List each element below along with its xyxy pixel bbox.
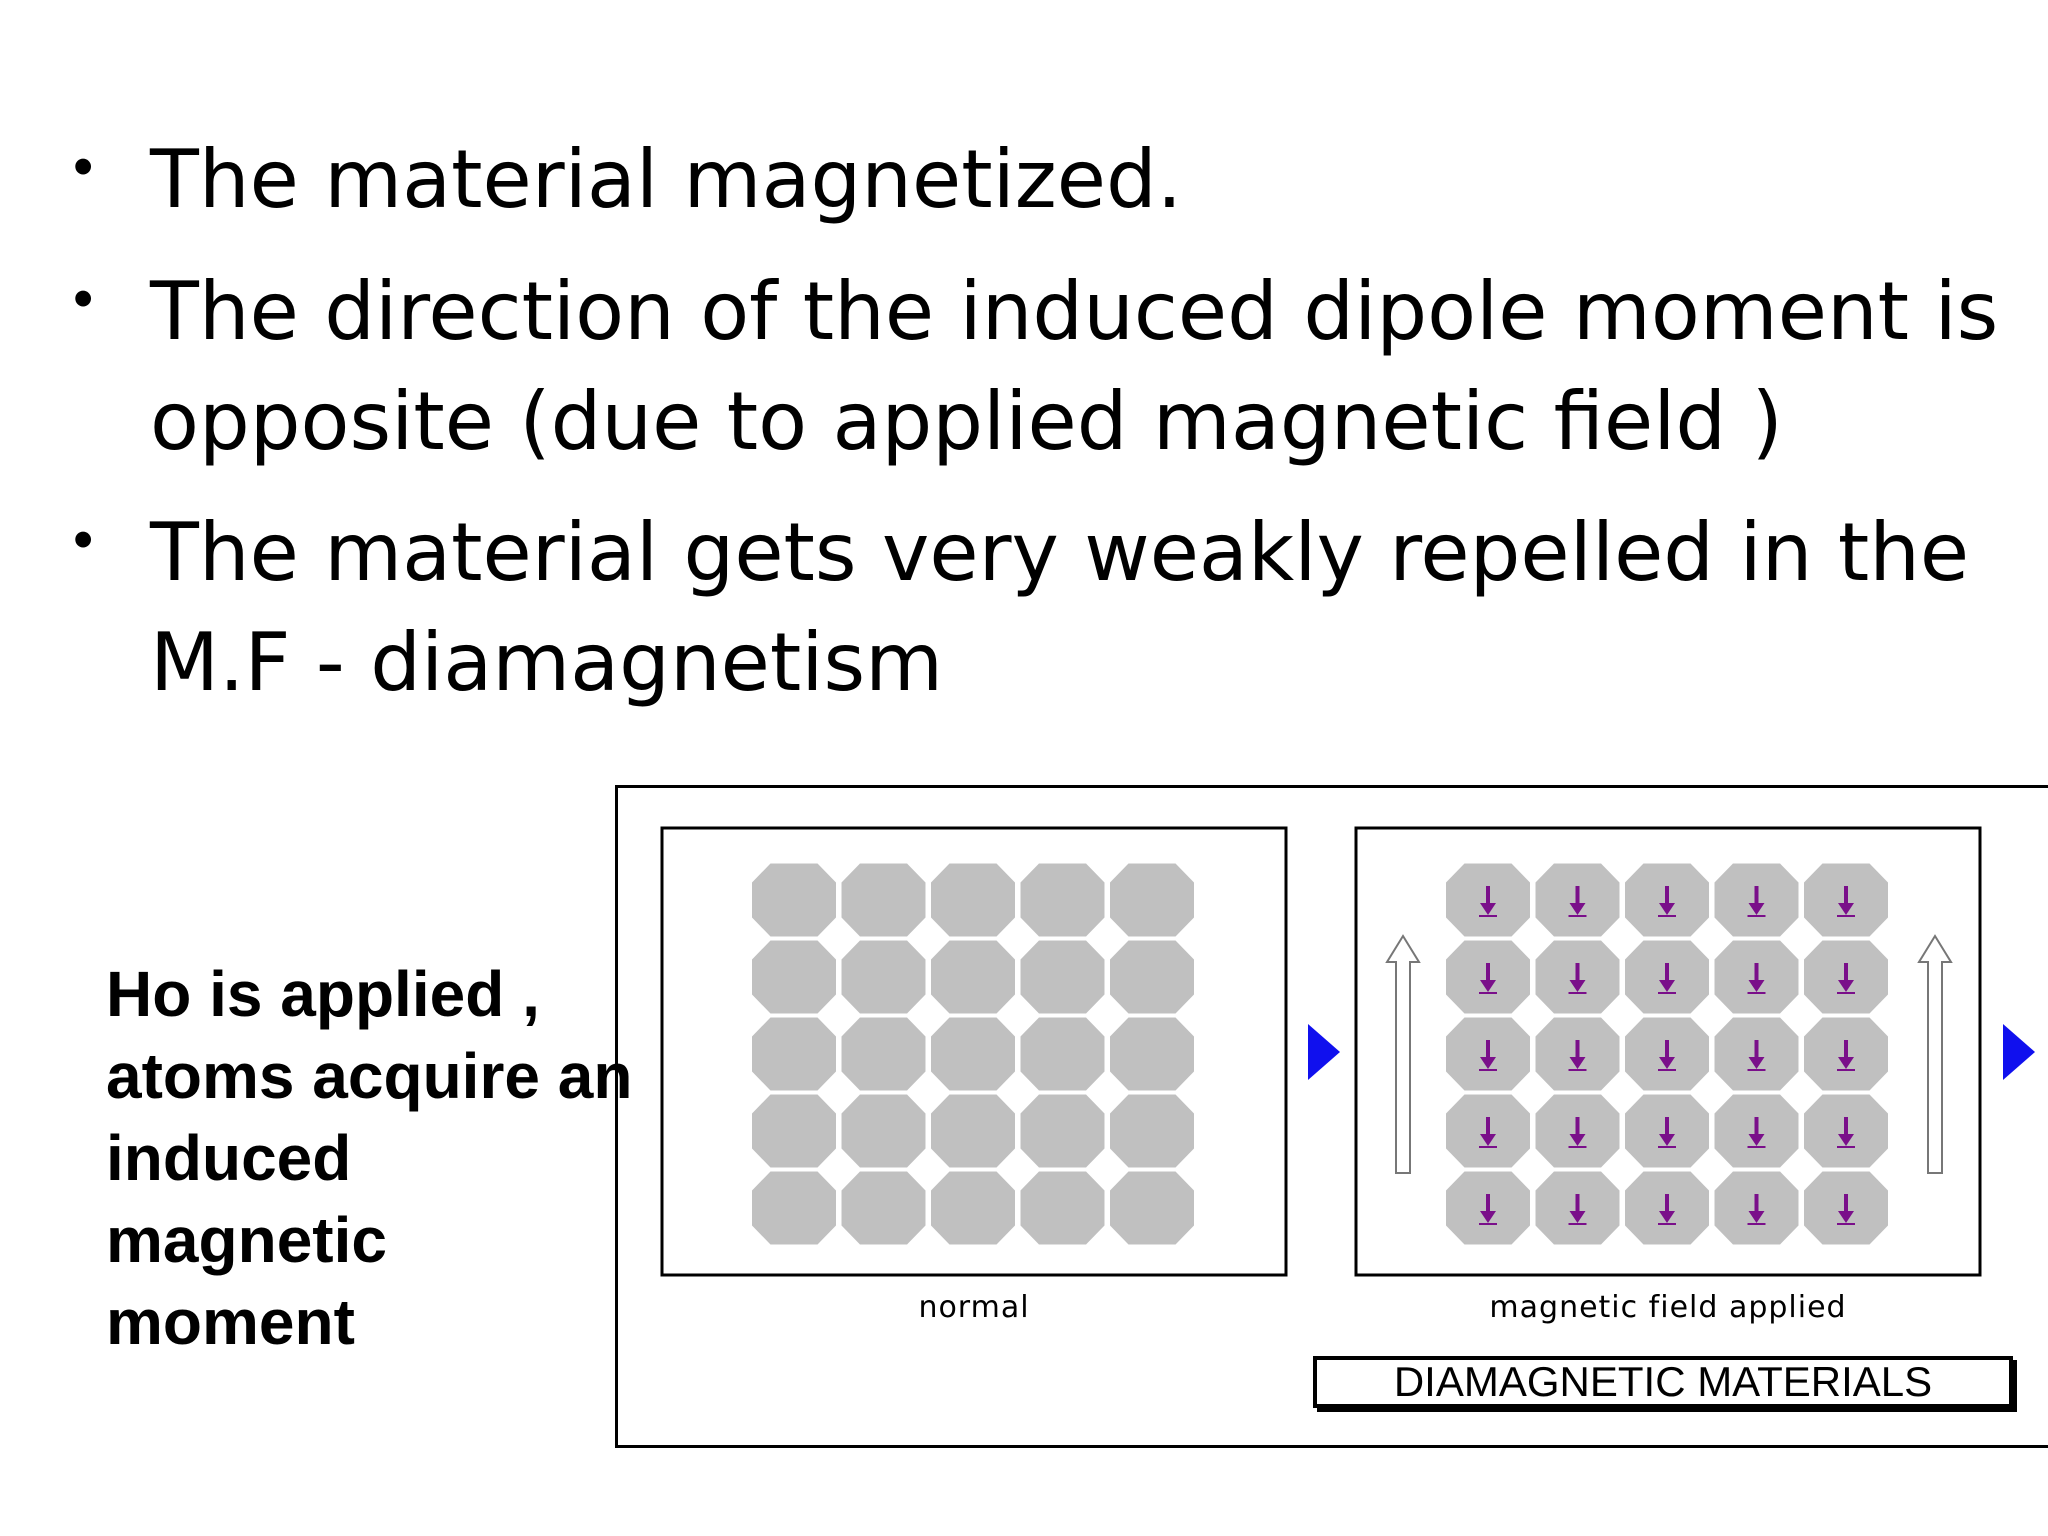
moment-arrow-down-icon	[1569, 1134, 1586, 1146]
atom	[1020, 940, 1105, 1014]
moment-arrow-down-icon	[1480, 1134, 1496, 1146]
moment-arrow-down-icon	[1838, 1211, 1854, 1223]
moment-arrow-down-icon	[1838, 980, 1854, 992]
figure-overlays	[1308, 934, 2035, 1174]
atom	[931, 1094, 1015, 1168]
bullet-list: • The material magnetized. • The directi…	[0, 0, 2048, 720]
bullet-text: The direction of the induced dipole mome…	[150, 257, 1999, 477]
atom	[1110, 940, 1194, 1014]
moment-arrow-down-icon	[1659, 903, 1675, 915]
atom	[1110, 1094, 1194, 1168]
moment-arrow-down-icon	[1659, 1134, 1675, 1146]
moment-arrow-down-icon	[1480, 1057, 1496, 1069]
bullet-text: The material magnetized.	[150, 125, 1950, 235]
bullet-dot: •	[73, 507, 94, 572]
panel-field-frame	[1354, 826, 1982, 1277]
atom	[841, 863, 926, 937]
figure-drawing	[660, 826, 2035, 1277]
atom	[1110, 863, 1194, 937]
atom	[841, 1094, 926, 1168]
figure-title: DIAMAGNETIC MATERIALS	[1313, 1356, 2013, 1408]
side-note: Ho is applied , atoms acquire an induced…	[106, 958, 633, 1358]
moment-arrow-down-icon	[1659, 1211, 1675, 1223]
atom	[841, 1171, 926, 1245]
caption-normal: normal	[918, 1290, 1030, 1325]
moment-arrow-down-icon	[1748, 980, 1765, 992]
atom	[752, 940, 836, 1014]
atom	[1020, 863, 1105, 937]
moment-arrow-down-icon	[1569, 1057, 1586, 1069]
bullet-line: The material gets very weakly repelled i…	[150, 506, 1970, 599]
moment-arrow-down-icon	[1659, 980, 1675, 992]
bullet-dot: •	[73, 134, 94, 199]
atom	[1110, 1017, 1194, 1091]
moment-arrow-down-icon	[1480, 980, 1496, 992]
atom	[1020, 1094, 1105, 1168]
atom	[752, 1171, 836, 1245]
bullet-line: The direction of the induced dipole mome…	[150, 265, 1999, 358]
atom	[1020, 1017, 1105, 1091]
moment-arrow-down-icon	[1748, 1057, 1765, 1069]
atom	[1110, 1171, 1194, 1245]
bullet-line: M.F - diamagnetism	[150, 616, 944, 709]
atom	[931, 940, 1015, 1014]
bullet-line: The material magnetized.	[150, 133, 1183, 226]
hollow-up-arrow-icon	[1917, 934, 1953, 1174]
atom	[841, 940, 926, 1014]
bullet-dot: •	[73, 266, 94, 331]
moment-arrow-down-icon	[1838, 903, 1854, 915]
atom	[931, 1171, 1015, 1245]
moment-arrow-down-icon	[1480, 1211, 1496, 1223]
bullet-line: opposite (due to applied magnetic field …	[150, 375, 1783, 468]
moment-arrow-down-icon	[1569, 980, 1586, 992]
atom	[752, 1017, 836, 1091]
moment-arrow-down-icon	[1569, 1211, 1586, 1223]
atom	[752, 1094, 836, 1168]
atom	[931, 863, 1015, 937]
panel-normal-frame	[660, 826, 1288, 1277]
moment-arrow-down-icon	[1748, 1211, 1765, 1223]
atom	[1020, 1171, 1105, 1245]
atom-grid-field	[1446, 863, 1888, 1245]
moment-arrow-down-icon	[1569, 903, 1586, 915]
moment-arrow-down-icon	[1838, 1134, 1854, 1146]
moment-arrow-down-icon	[1748, 1134, 1765, 1146]
play-triangle-icon	[1308, 1024, 1340, 1080]
diamagnetic-figure: normal magnetic field applied DIAMAGNETI…	[615, 785, 2048, 1448]
bullet-text: The material gets very weakly repelled i…	[150, 498, 1970, 718]
atom	[841, 1017, 926, 1091]
play-triangle-icon	[2003, 1024, 2035, 1080]
moment-arrow-down-icon	[1838, 1057, 1854, 1069]
hollow-up-arrow-icon	[1385, 934, 1421, 1174]
moment-arrow-down-icon	[1748, 903, 1765, 915]
atom	[752, 863, 836, 937]
moment-arrow-down-icon	[1659, 1057, 1675, 1069]
atom-grid-normal	[752, 863, 1194, 1245]
moment-arrow-down-icon	[1480, 903, 1496, 915]
atom	[931, 1017, 1015, 1091]
caption-field-applied: magnetic field applied	[1489, 1290, 1847, 1325]
